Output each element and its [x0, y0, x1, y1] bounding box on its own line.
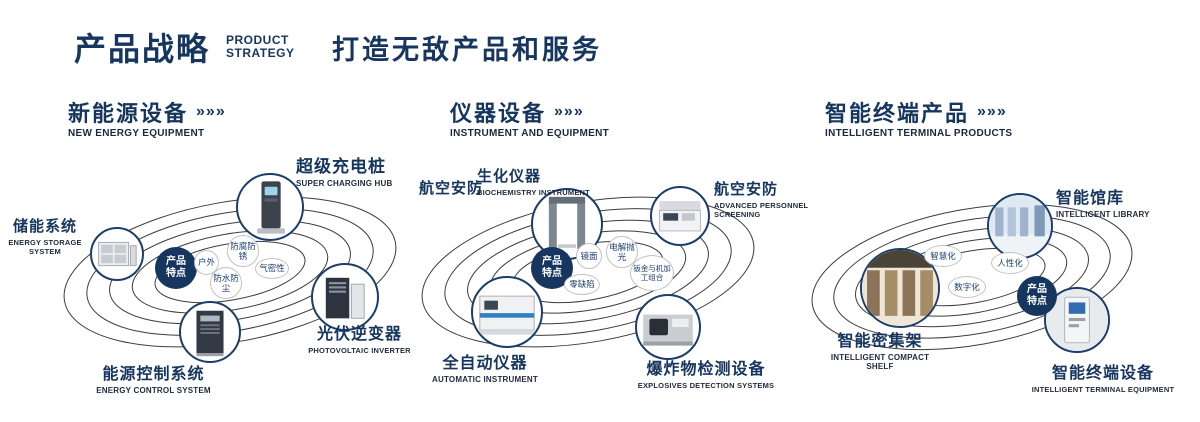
badge-text: 产品特点: [166, 255, 186, 280]
arrows-icon: »»»: [554, 103, 584, 120]
node-intelligent-library: [987, 193, 1053, 259]
label-zh: 超级充电桩: [296, 157, 386, 176]
node-compact-shelf: [860, 248, 940, 328]
label-super-charging-hub: 超级充电桩 SUPER CHARGING HUB: [296, 152, 416, 188]
node-energy-storage: [90, 227, 144, 281]
label-zh: 储能系统: [12, 218, 77, 235]
label-en: BIOCHEMISTRY INSTRUMENT: [477, 188, 590, 197]
label-en: PHOTOVOLTAIC INVERTER: [308, 346, 411, 355]
feature-bubble-waterproof: 防水防尘: [210, 267, 242, 299]
label-zh: 航空安防: [714, 181, 779, 198]
intelligent-library-image: [989, 195, 1051, 257]
label-en: ENERGY STORAGE SYSTEM: [8, 238, 82, 256]
feature-bubble-mirror: 镜面: [576, 243, 602, 269]
page-title-en-line2: STRATEGY: [226, 46, 295, 60]
label-zh: 全自动仪器: [442, 355, 528, 372]
product-features-badge-1: 产品特点: [155, 247, 197, 289]
automatic-instrument-image: [479, 295, 535, 335]
label-zh: 能源控制系统: [102, 366, 205, 383]
feature-bubble-humanized: 人性化: [991, 252, 1029, 274]
section-header-terminal: 智能终端产品 »»»: [825, 96, 1007, 128]
arrows-icon: »»»: [196, 103, 226, 120]
label-aviation-security-left: 航空安防: [419, 177, 489, 198]
label-zh: 智能密集架: [837, 333, 923, 350]
label-compact-shelf: 智能密集架 INTELLIGENT COMPACT SHELF: [824, 327, 936, 371]
section-title-terminal: 智能终端产品: [825, 101, 970, 126]
label-zh: 爆炸物检测设备: [646, 361, 766, 378]
section-title-new-energy: 新能源设备: [68, 101, 189, 126]
node-explosives-detection: [635, 294, 701, 360]
label-energy-control: 能源控制系统 ENERGY CONTROL SYSTEM: [86, 360, 221, 395]
section-header-instrument: 仪器设备 »»»: [450, 96, 584, 128]
label-zh: 航空安防: [419, 180, 484, 197]
node-automatic-instrument: [471, 276, 543, 348]
pv-inverter-image: [325, 277, 365, 319]
section-subtitle-terminal: INTELLIGENT TERMINAL PRODUCTS: [825, 128, 1013, 139]
badge-text: 产品特点: [1027, 283, 1047, 308]
security-gate-image: [548, 196, 586, 249]
label-energy-storage: 储能系统 ENERGY STORAGE SYSTEM: [6, 215, 84, 256]
section-subtitle-instrument: INSTRUMENT AND EQUIPMENT: [450, 128, 610, 139]
explosives-detection-image: [643, 314, 693, 346]
compact-shelf-image: [862, 250, 938, 326]
charging-hub-image: [257, 181, 285, 234]
energy-control-image: [196, 310, 224, 357]
label-en: AUTOMATIC INSTRUMENT: [432, 375, 538, 384]
label-zh: 生化仪器: [477, 168, 542, 185]
personnel-screening-image: [659, 201, 701, 232]
label-biochemistry: 生化仪器 BIOCHEMISTRY INSTRUMENT: [477, 165, 602, 197]
section-header-new-energy: 新能源设备 »»»: [68, 96, 226, 128]
label-en: INTELLIGENT LIBRARY: [1056, 210, 1150, 219]
node-super-charging-hub: [236, 173, 304, 241]
feature-bubble-airtight: 气密性: [255, 258, 289, 279]
section-title-instrument: 仪器设备: [450, 101, 547, 126]
page-title-en-line1: PRODUCT: [226, 33, 289, 47]
page-title: 产品战略: [74, 31, 211, 67]
label-en: INTELLIGENT TERMINAL EQUIPMENT: [1031, 385, 1175, 394]
label-automatic-instrument: 全自动仪器 AUTOMATIC INSTRUMENT: [429, 349, 541, 384]
node-energy-control: [179, 301, 241, 363]
feature-bubble-digital: 数字化: [948, 276, 986, 298]
arrows-icon: »»»: [977, 103, 1007, 120]
label-en: ADVANCED PERSONNEL SCREENING: [714, 201, 809, 219]
product-features-badge-3: 产品特点: [1017, 276, 1057, 316]
feature-bubble-smart: 智慧化: [924, 245, 962, 267]
label-zh: 智能馆库: [1056, 190, 1125, 207]
feature-bubble-sheetmetal: 钣金与机加工组合: [630, 255, 674, 291]
label-en: INTELLIGENT COMPACT SHELF: [830, 353, 930, 371]
label-en: SUPER CHARGING HUB: [296, 179, 393, 188]
section-subtitle-new-energy: NEW ENERGY EQUIPMENT: [68, 128, 205, 139]
label-explosives-detection: 爆炸物检测设备 EXPLOSIVES DETECTION SYSTEMS: [636, 355, 776, 390]
terminal-equipment-image: [1046, 289, 1108, 351]
label-intelligent-library: 智能馆库 INTELLIGENT LIBRARY: [1056, 184, 1166, 219]
node-personnel-screening: [650, 186, 710, 246]
page-title-en: PRODUCT STRATEGY: [226, 34, 294, 60]
feature-bubble-anticorrosion: 防腐防锈: [227, 235, 259, 267]
node-pv-inverter: [311, 263, 379, 331]
label-en: EXPLOSIVES DETECTION SYSTEMS: [637, 381, 775, 390]
label-zh: 智能终端设备: [1051, 365, 1154, 382]
badge-text: 产品特点: [542, 255, 562, 280]
tagline: 打造无敌产品和服务: [332, 35, 602, 65]
label-aviation-security-right: 航空安防 ADVANCED PERSONNEL SCREENING: [714, 178, 826, 219]
label-zh: 光伏逆变器: [316, 326, 402, 343]
feature-bubble-zero-defect: 零缺陷: [564, 274, 600, 295]
energy-storage-image: [98, 241, 137, 267]
label-terminal-equipment: 智能终端设备 INTELLIGENT TERMINAL EQUIPMENT: [1028, 359, 1178, 394]
label-pv-inverter: 光伏逆变器 PHOTOVOLTAIC INVERTER: [302, 320, 417, 355]
label-en: ENERGY CONTROL SYSTEM: [96, 386, 211, 395]
